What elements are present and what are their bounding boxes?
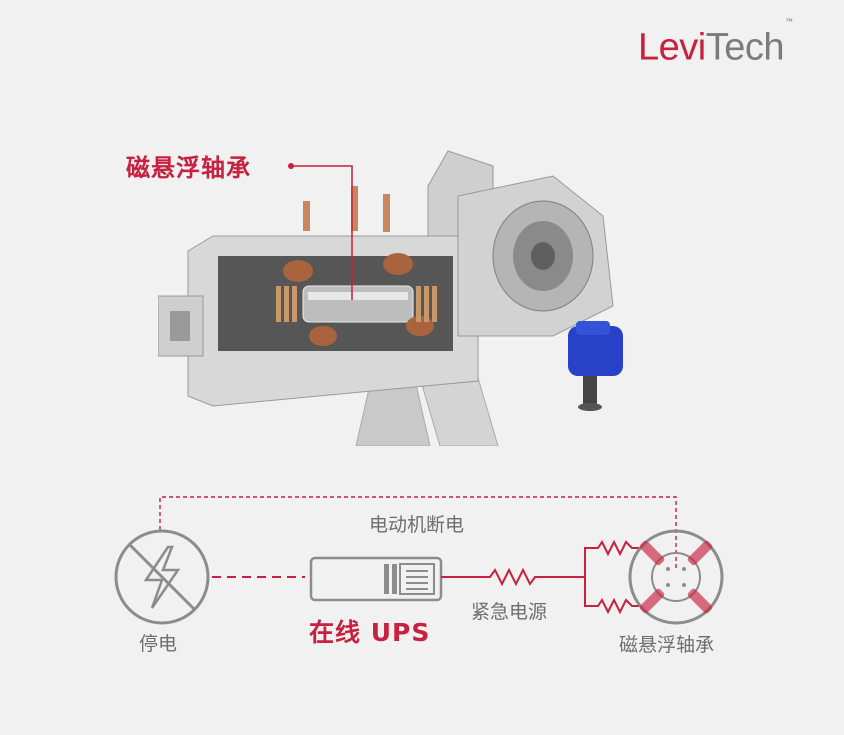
callout-magnetic-bearing: 磁悬浮轴承 xyxy=(126,154,251,182)
label-emergency-power: 紧急电源 xyxy=(471,601,548,623)
label-motor-cutoff: 电动机断电 xyxy=(369,514,465,536)
levitech-logo: LeviTech™ xyxy=(638,17,793,70)
logo-tech: Tech xyxy=(705,26,785,69)
label-power-outage: 停电 xyxy=(139,633,178,655)
resistor-icon xyxy=(441,539,640,615)
magnetic-bearing-icon xyxy=(628,529,724,625)
label-online-ups: 在线 UPS xyxy=(309,618,431,647)
compressor-cutaway-illustration xyxy=(158,150,623,446)
logo-levi: Levi xyxy=(638,26,706,69)
ups-device-icon xyxy=(309,556,443,602)
label-magnetic-bearing: 磁悬浮轴承 xyxy=(619,634,715,656)
pump-motor xyxy=(568,321,623,411)
no-power-icon xyxy=(114,529,210,625)
logo-tm: ™ xyxy=(785,17,793,26)
